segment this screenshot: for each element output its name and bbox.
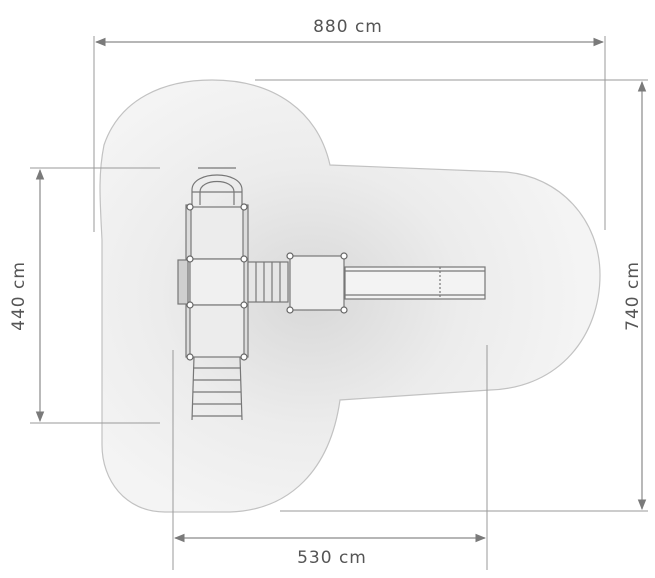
dimension-label-bottom-width: 530 cm bbox=[297, 548, 367, 568]
center-deck bbox=[189, 258, 245, 306]
posts bbox=[186, 203, 248, 361]
platform-posts bbox=[286, 252, 348, 314]
ladder bbox=[191, 356, 243, 421]
upper-deck bbox=[189, 206, 245, 260]
side-panel bbox=[177, 259, 189, 305]
steps bbox=[247, 261, 289, 303]
lower-deck bbox=[189, 304, 245, 358]
dimension-label-overall-depth: 740 cm bbox=[623, 261, 643, 331]
dimension-label-left-height: 440 cm bbox=[9, 261, 29, 331]
slide bbox=[344, 266, 486, 300]
slide-platform bbox=[289, 255, 345, 311]
dimension-label-overall-width: 880 cm bbox=[313, 17, 383, 37]
play-structure bbox=[177, 167, 486, 421]
arch-climber bbox=[191, 174, 243, 205]
extension-lines bbox=[30, 36, 648, 570]
